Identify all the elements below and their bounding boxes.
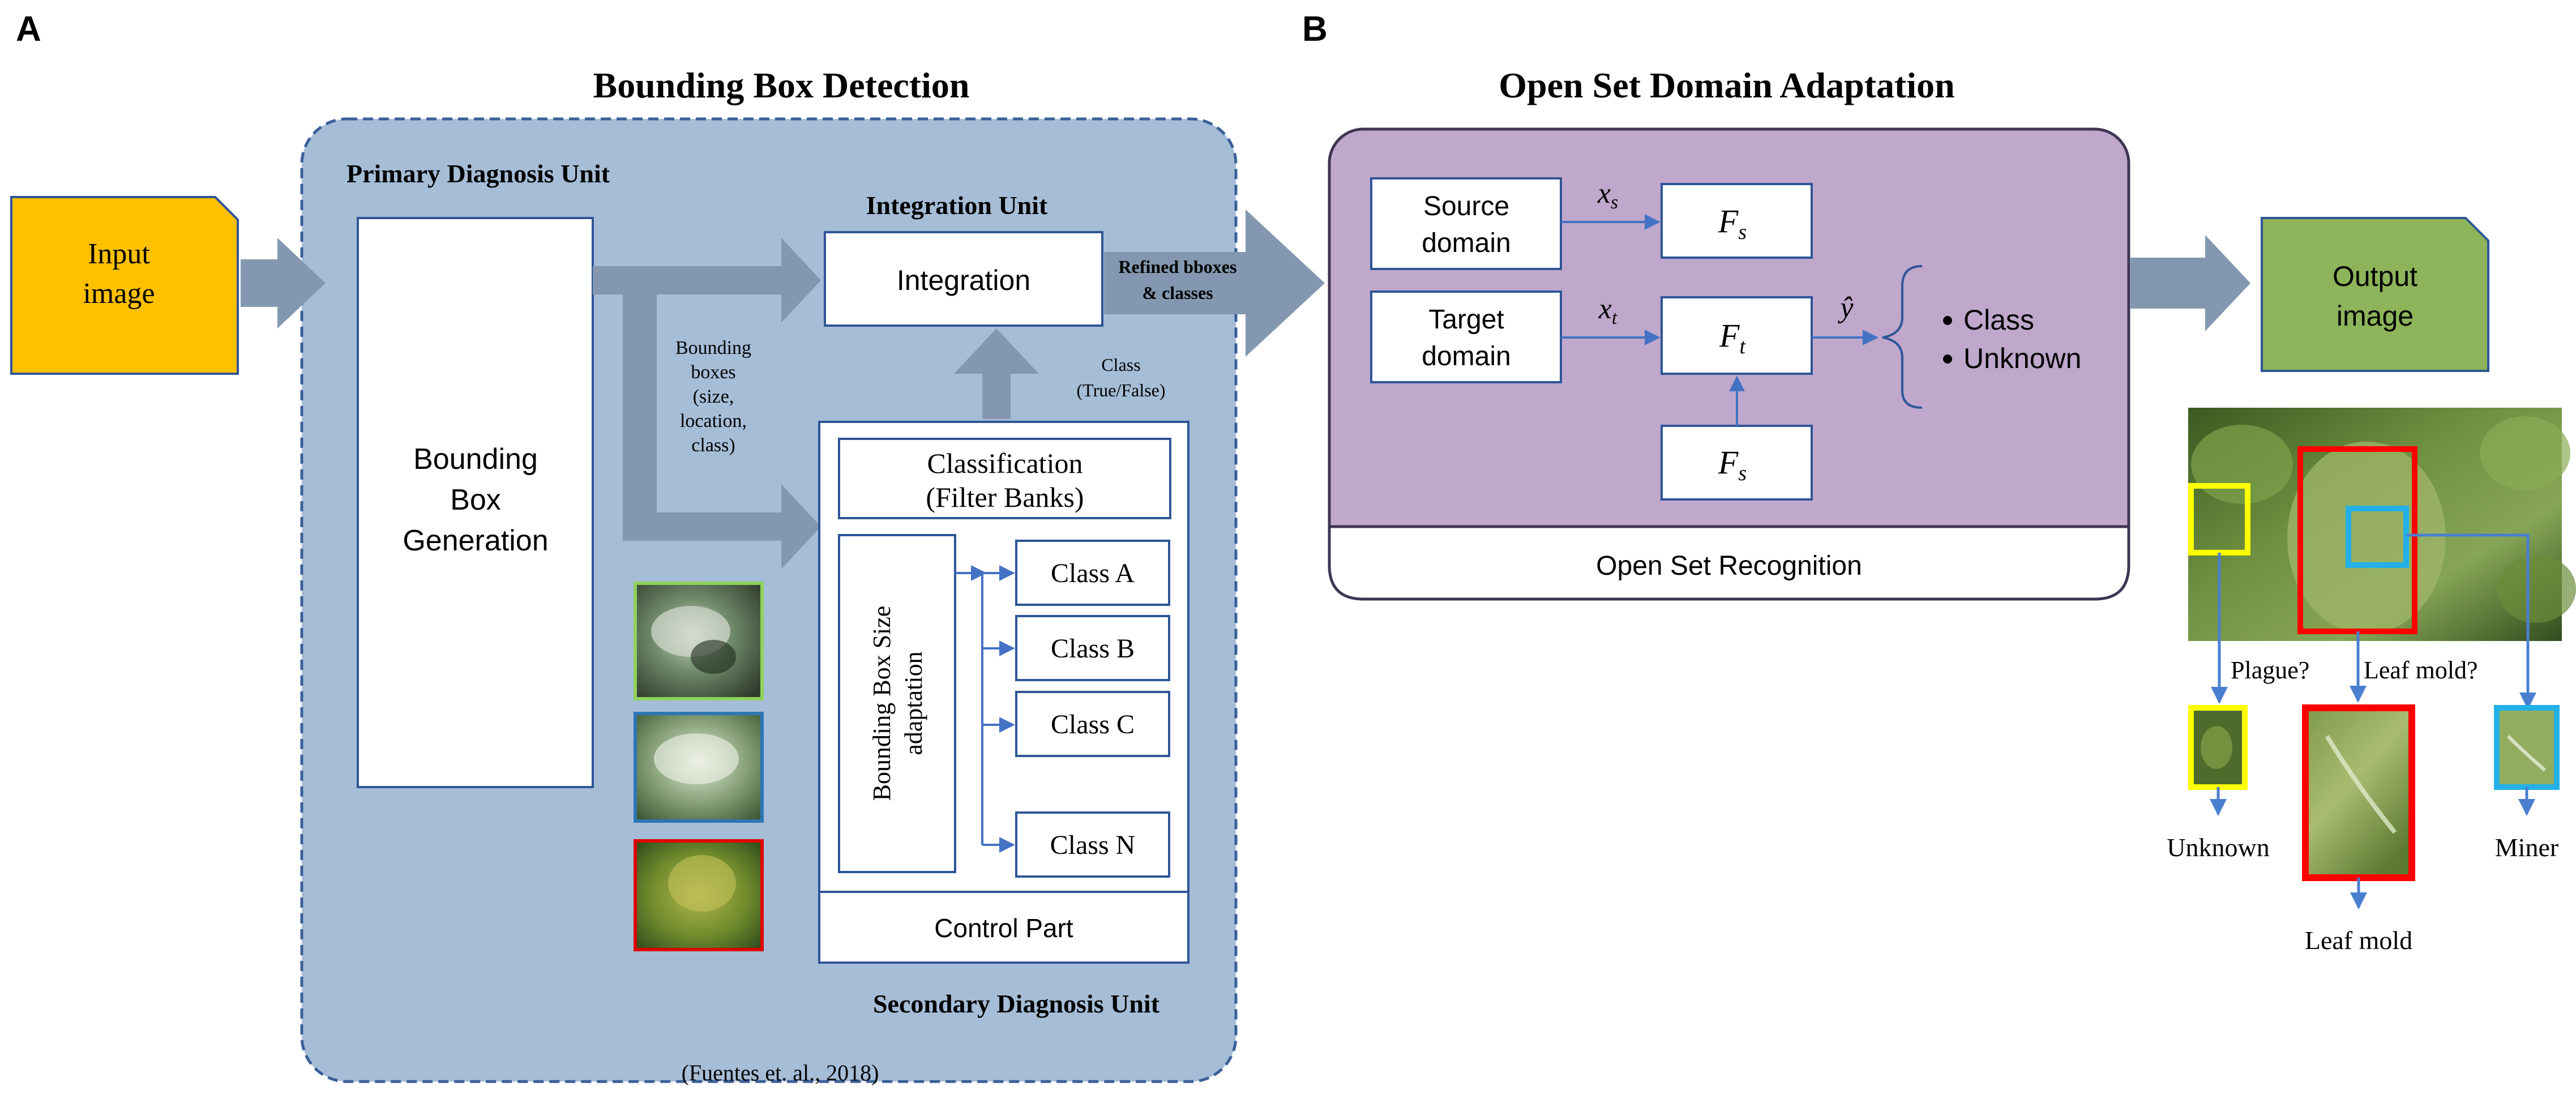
- bounding-boxes-label-5: class): [691, 435, 735, 456]
- arrow-open-set-to-output: [2130, 235, 2250, 331]
- fs-bottom-sub: s: [1738, 461, 1747, 485]
- source-domain-line1: Source: [1423, 191, 1509, 221]
- fs-top-box: [1661, 183, 1813, 259]
- classification-box: [838, 438, 1171, 519]
- leaf-mold-question-label: Leaf mold?: [2364, 656, 2478, 684]
- unknown-crop: [2188, 705, 2248, 790]
- refined-bboxes-line1: Refined bboxes: [1119, 257, 1237, 277]
- class-true-false-line1: Class: [1101, 354, 1140, 375]
- x-s-base: x: [1597, 177, 1611, 210]
- photo-connectors: [2211, 533, 2536, 710]
- fs-top-label: Fs: [1718, 203, 1747, 244]
- x-t-sub: t: [1612, 307, 1618, 328]
- input-image-label-line2: image: [83, 277, 155, 310]
- fs-top-sub: s: [1738, 220, 1747, 244]
- classification-line1: Classification: [927, 447, 1083, 479]
- leaf-mold-crop: [2302, 704, 2415, 881]
- panel-b-letter: B: [1302, 10, 1328, 49]
- primary-diagnosis-unit-label: Primary Diagnosis Unit: [346, 159, 610, 188]
- miner-highlight-box: [2346, 506, 2409, 568]
- bullet-unknown: [1943, 354, 1952, 364]
- arrow-generation-to-integration-and-classification: [593, 238, 821, 569]
- bounding-box-generation-line3: Generation: [403, 524, 548, 557]
- x-t-label: xt: [1598, 293, 1618, 328]
- input-image-box: [10, 196, 239, 375]
- ft-box: [1661, 296, 1813, 375]
- ft-base: F: [1719, 317, 1740, 354]
- bounding-boxes-label-3: (size,: [693, 386, 734, 407]
- target-domain-box: [1370, 290, 1562, 383]
- refined-bboxes-line2: & classes: [1142, 283, 1213, 303]
- miner-crop: [2494, 705, 2560, 790]
- unknown-label: Unknown: [2167, 833, 2269, 862]
- target-domain-line2: domain: [1422, 341, 1510, 371]
- control-part-label: Control Part: [934, 913, 1073, 943]
- fs-bottom-base: F: [1718, 444, 1739, 481]
- open-set-recognition-label: Open Set Recognition: [1596, 551, 1862, 581]
- class-a-label: Class A: [1051, 558, 1135, 588]
- thumbnail-red: [634, 839, 764, 951]
- class-n-box: [1015, 811, 1170, 878]
- class-b-box: [1015, 615, 1170, 681]
- class-b-label: Class B: [1051, 634, 1135, 664]
- x-t-base: x: [1598, 293, 1612, 325]
- classification-line2: (Filter Banks): [926, 481, 1084, 513]
- crop-connectors: [2210, 787, 2535, 909]
- x-s-sub: s: [1611, 192, 1618, 213]
- class-a-box: [1015, 540, 1170, 606]
- fs-bottom-label: Fs: [1718, 444, 1747, 485]
- bounding-boxes-label-4: location,: [680, 411, 747, 431]
- output-class-label: Class: [1963, 304, 2034, 336]
- bounding-box-generation-line1: Bounding: [413, 443, 538, 476]
- thumbnail-blue: [634, 712, 764, 823]
- arrow-classification-to-integration: [954, 328, 1039, 419]
- bounding-boxes-label-2: boxes: [691, 362, 735, 383]
- bounding-box-generation-line2: Box: [450, 484, 501, 516]
- ft-sub: t: [1739, 335, 1746, 358]
- thumbnail-green: [634, 582, 764, 700]
- size-adaptation-line1: Bounding Box Size: [868, 606, 896, 801]
- output-image-label-line1: Output: [2333, 260, 2417, 292]
- output-brace: [1882, 265, 1923, 409]
- input-image-label-line1: Input: [88, 238, 150, 270]
- secondary-diagnosis-unit-label: Secondary Diagnosis Unit: [873, 989, 1160, 1018]
- integration-box: [824, 231, 1103, 327]
- panel-b-title: Open Set Domain Adaptation: [1499, 65, 1954, 105]
- class-c-label: Class C: [1051, 710, 1135, 740]
- y-hat-label: ŷ: [1837, 292, 1854, 324]
- source-domain-box: [1370, 177, 1562, 270]
- output-unknown-label: Unknown: [1963, 343, 2081, 374]
- size-adaptation-line2: adaptation: [900, 651, 927, 755]
- output-image-box: [2261, 217, 2489, 372]
- class-true-false-line2: (True/False): [1076, 380, 1165, 400]
- open-set-connectors: [1561, 214, 1878, 426]
- target-domain-line1: Target: [1428, 305, 1504, 335]
- class-n-label: Class N: [1050, 830, 1136, 860]
- bounding-boxes-label-1: Bounding: [675, 337, 751, 358]
- arrow-input-to-detection: [241, 238, 326, 328]
- class-connectors: [955, 565, 1015, 853]
- size-adaptation-box: [838, 534, 956, 873]
- bounding-box-generation-box: [357, 217, 594, 788]
- source-domain-line2: domain: [1422, 228, 1510, 258]
- ft-label: Ft: [1719, 317, 1746, 358]
- arrow-integration-to-open-set: [1104, 210, 1325, 357]
- integration-label: Integration: [897, 264, 1030, 296]
- leaf-mold-label: Leaf mold: [2305, 926, 2412, 955]
- integration-unit-label: Integration Unit: [866, 191, 1048, 220]
- bullet-class: [1943, 316, 1952, 325]
- output-image-label-line2: image: [2337, 300, 2414, 332]
- panel-a-title: Bounding Box Detection: [593, 65, 970, 105]
- open-set-recognition-band: [1328, 525, 2130, 601]
- panel-a-letter: A: [16, 10, 41, 49]
- x-s-label: xs: [1597, 177, 1618, 213]
- fs-top-base: F: [1718, 203, 1739, 240]
- plague-question-label: Plague?: [2231, 656, 2309, 684]
- citation: (Fuentes et. al., 2018): [682, 1060, 879, 1086]
- class-c-box: [1015, 691, 1170, 757]
- miner-label: Miner: [2495, 833, 2558, 862]
